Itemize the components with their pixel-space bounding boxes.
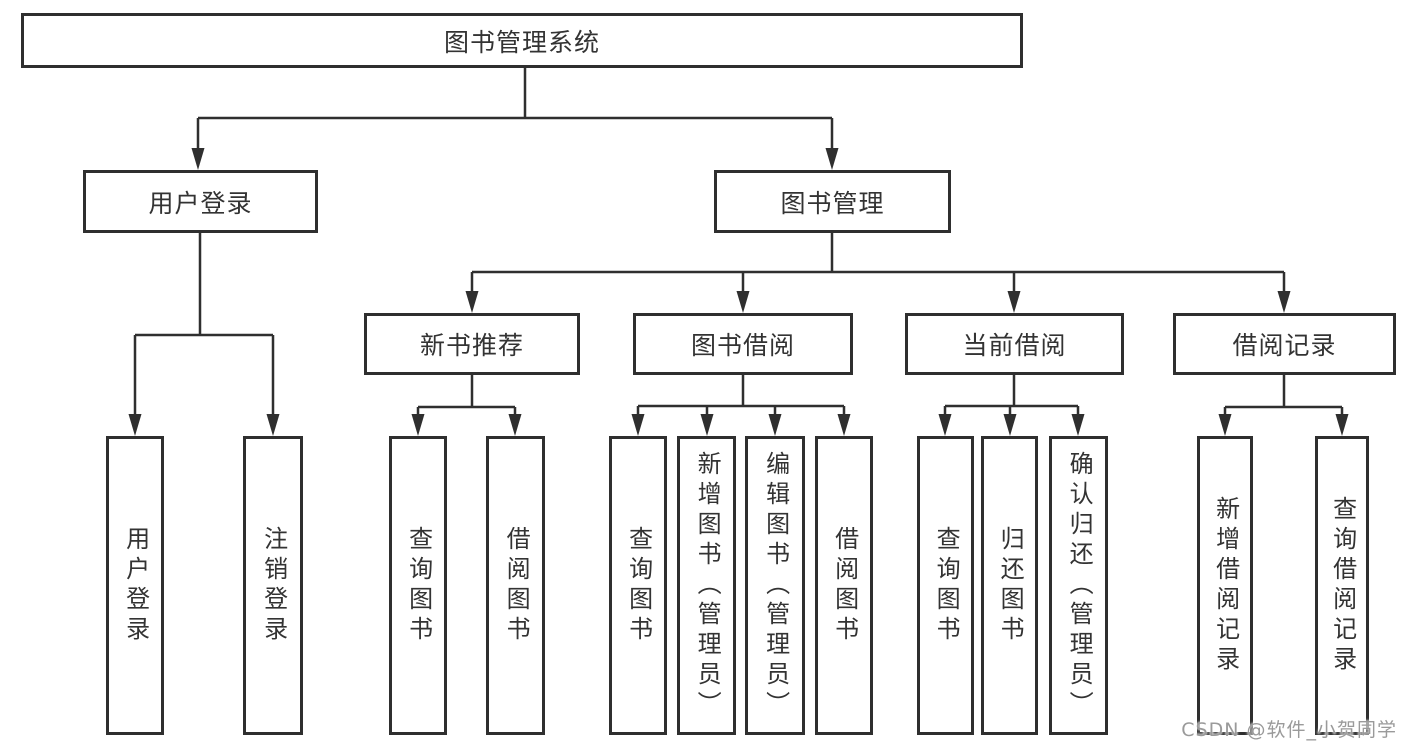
node-borrow-records: 借阅记录: [1173, 313, 1396, 375]
connector-currentborrow-to-leaves: [938, 375, 1085, 436]
connector-line: [943, 375, 1080, 416]
leaf-current-return-books: 归还图书: [981, 436, 1038, 735]
connector-userlogin-to-leaves: [128, 233, 280, 436]
csdn-watermark: CSDN @软件_小贺同学: [1181, 719, 1397, 741]
node-label: 当前借阅: [962, 331, 1067, 360]
connector-bookborrow-to-leaves: [631, 375, 851, 436]
arrow-down-icon: [508, 414, 522, 436]
arrow-down-icon: [825, 148, 839, 170]
arrow-down-icon: [938, 414, 952, 436]
node-label: 查询图书: [624, 525, 653, 646]
leaf-borrow-add-books-admin: 新增图书（管理员）: [677, 436, 736, 735]
node-label: 新书推荐: [419, 331, 524, 360]
connector-line: [636, 375, 846, 416]
node-book-borrow: 图书借阅: [633, 313, 853, 375]
connector-newbooks-to-leaves: [411, 375, 522, 436]
arrow-down-icon: [631, 414, 645, 436]
node-label: 查询图书: [932, 525, 961, 646]
node-label: 借阅图书: [502, 525, 531, 646]
node-label: 用户登录: [121, 525, 150, 646]
connector-bookmgmt-to-level2: [465, 233, 1291, 313]
node-label: 用户登录: [148, 188, 253, 218]
node-new-book-recommend: 新书推荐: [364, 313, 580, 375]
node-label: 图书管理系统: [443, 27, 600, 57]
node-book-management: 图书管理: [714, 170, 951, 233]
node-label: 图书借阅: [690, 331, 795, 360]
connector-line: [133, 233, 275, 416]
arrow-down-icon: [1277, 291, 1291, 313]
leaf-current-query-books: 查询图书: [917, 436, 974, 735]
connector-borrowrecords-to-leaves: [1218, 375, 1349, 436]
leaf-logout-login: 注销登录: [243, 436, 303, 735]
node-library-system-root: 图书管理系统: [21, 13, 1023, 68]
arrow-down-icon: [1218, 414, 1232, 436]
node-label: 图书管理: [780, 188, 885, 218]
leaf-borrow-query-books: 查询图书: [609, 436, 667, 735]
arrow-down-icon: [1071, 414, 1085, 436]
leaf-records-add-borrow-record: 新增借阅记录: [1197, 436, 1253, 735]
leaf-borrow-borrow-books: 借阅图书: [815, 436, 873, 735]
connector-line: [470, 233, 1286, 293]
connector-line: [196, 68, 834, 150]
arrow-down-icon: [1007, 291, 1021, 313]
node-label: 新增图书（管理员）: [693, 450, 722, 721]
arrow-down-icon: [266, 414, 280, 436]
connector-root-to-level1: [191, 68, 839, 170]
node-label: 借阅记录: [1232, 331, 1337, 360]
node-label: 借阅图书: [830, 525, 859, 646]
node-user-login: 用户登录: [83, 170, 318, 233]
node-label: 查询图书: [404, 525, 433, 646]
arrow-down-icon: [191, 148, 205, 170]
leaf-user-login: 用户登录: [106, 436, 164, 735]
arrow-down-icon: [128, 414, 142, 436]
node-label: 编辑图书（管理员）: [761, 450, 790, 721]
leaf-newbooks-query-books: 查询图书: [389, 436, 447, 735]
leaf-newbooks-borrow-books: 借阅图书: [486, 436, 545, 735]
node-label: 归还图书: [996, 525, 1025, 646]
leaf-current-confirm-return-admin: 确认归还（管理员）: [1049, 436, 1108, 735]
connector-line: [1223, 375, 1344, 416]
arrow-down-icon: [768, 414, 782, 436]
arrow-down-icon: [1003, 414, 1017, 436]
arrow-down-icon: [736, 291, 750, 313]
arrow-down-icon: [1335, 414, 1349, 436]
arrow-down-icon: [465, 291, 479, 313]
arrow-down-icon: [700, 414, 714, 436]
leaf-borrow-edit-books-admin: 编辑图书（管理员）: [745, 436, 805, 735]
node-label: 注销登录: [259, 525, 288, 646]
node-label: 查询借阅记录: [1328, 495, 1357, 676]
node-label: 确认归还（管理员）: [1065, 450, 1094, 721]
node-label: 新增借阅记录: [1211, 495, 1240, 676]
node-current-borrow: 当前借阅: [905, 313, 1124, 375]
connector-line: [416, 375, 517, 416]
arrow-down-icon: [411, 414, 425, 436]
arrow-down-icon: [837, 414, 851, 436]
leaf-records-query-borrow-record: 查询借阅记录: [1315, 436, 1369, 735]
